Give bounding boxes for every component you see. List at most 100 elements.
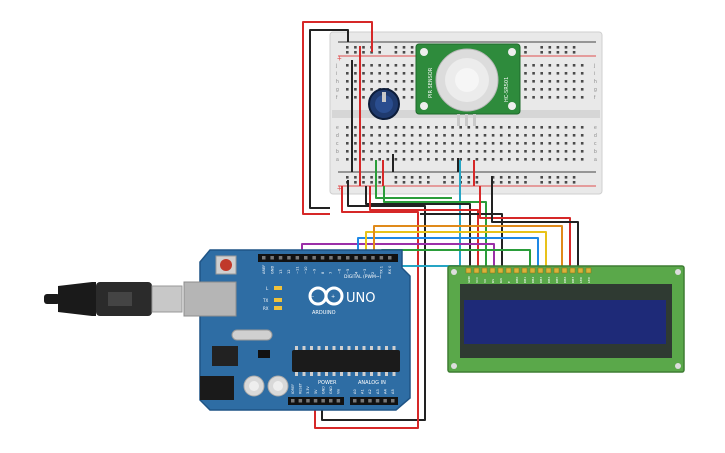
lcd-pin-label: RS xyxy=(491,279,495,283)
breadboard-hole xyxy=(394,88,398,91)
lcd-pin-label: VCC xyxy=(475,277,479,283)
breadboard-hole xyxy=(524,64,527,67)
breadboard-hole xyxy=(346,150,349,153)
breadboard-hole xyxy=(524,80,527,83)
row-letter: h xyxy=(336,79,339,85)
arduino-logo-icon: − + xyxy=(308,286,344,306)
breadboard-hole xyxy=(524,96,527,99)
power-pin-label: IOREF xyxy=(291,384,295,394)
lcd-pin xyxy=(473,267,480,274)
rail-hole xyxy=(491,176,495,179)
breadboard-hole xyxy=(394,64,398,67)
breadboard-hole xyxy=(532,126,535,129)
rail-hole xyxy=(508,176,511,179)
rail-hole xyxy=(564,46,568,49)
digital-pin-hole xyxy=(295,256,300,260)
breadboard-hole xyxy=(564,88,568,91)
breadboard-hole xyxy=(386,142,390,145)
breadboard-hole xyxy=(491,126,495,129)
breadboard-hole xyxy=(410,150,414,153)
digital-pin-label: AREF xyxy=(262,265,266,274)
rail-hole xyxy=(362,176,365,179)
pir-label-right: HC-SR501 xyxy=(504,77,510,102)
breadboard-hole xyxy=(394,80,398,83)
breadboard-hole xyxy=(362,158,365,161)
analog-header xyxy=(350,397,398,405)
breadboard-hole xyxy=(451,134,454,137)
breadboard-hole xyxy=(540,88,543,91)
rail-hole xyxy=(410,46,414,49)
chip-pin xyxy=(317,372,321,376)
mounting-hole-icon xyxy=(420,102,428,110)
rail-hole xyxy=(572,181,576,184)
digital-pin-hole xyxy=(354,256,358,260)
analog-label: ANALOG IN xyxy=(358,380,386,386)
rail-hole xyxy=(362,51,365,54)
breadboard-hole xyxy=(443,126,446,129)
rail-hole xyxy=(354,51,357,54)
chip-pin xyxy=(347,346,351,350)
onboard-leds: L TX RX xyxy=(262,286,282,311)
breadboard-hole xyxy=(540,134,543,137)
breadboard-hole xyxy=(532,80,535,83)
breadboard-hole xyxy=(418,126,422,129)
rail-hole xyxy=(370,176,373,179)
lcd-pin-label: DB3 xyxy=(539,277,543,283)
breadboard-hole xyxy=(499,158,503,161)
chip-pin xyxy=(332,372,336,376)
row-letter: e xyxy=(594,125,597,131)
breadboard-hole xyxy=(532,72,535,75)
breadboard-hole xyxy=(524,134,527,137)
breadboard-hole xyxy=(548,150,552,153)
breadboard-hole xyxy=(556,64,560,67)
rail-hole xyxy=(370,51,373,54)
rail-hole xyxy=(475,176,479,179)
rail-hole xyxy=(378,51,381,54)
breadboard-hole xyxy=(354,158,357,161)
breadboard-hole xyxy=(378,72,381,75)
rail-hole xyxy=(346,46,349,49)
breadboard-hole xyxy=(354,88,357,91)
rail-hole xyxy=(524,46,527,49)
digital-pin-label: ~3 xyxy=(363,269,367,274)
rail-hole xyxy=(508,181,511,184)
digital-pin-label: GND xyxy=(270,266,274,274)
lcd-pin xyxy=(505,267,512,274)
breadboard-hole xyxy=(580,64,584,67)
rail-hole xyxy=(556,46,560,49)
breadboard-hole xyxy=(572,72,576,75)
lcd-pin-label: DB6 xyxy=(563,277,567,283)
breadboard-hole xyxy=(354,64,357,67)
atmega-chip xyxy=(292,350,400,372)
reset-button xyxy=(220,259,232,271)
rail-hole xyxy=(410,181,414,184)
breadboard-hole xyxy=(362,142,365,145)
lcd-pin xyxy=(553,267,560,274)
rail-hole xyxy=(378,181,381,184)
breadboard-hole xyxy=(451,126,454,129)
digital-pin-label: TX 1 xyxy=(380,266,384,275)
rail-hole xyxy=(548,46,552,49)
breadboard-hole xyxy=(354,142,357,145)
analog-pin-hole xyxy=(375,399,380,403)
breadboard-hole xyxy=(475,150,479,153)
rail-hole xyxy=(427,181,430,184)
svg-text:−: − xyxy=(311,294,314,299)
breadboard-hole xyxy=(540,158,543,161)
breadboard-hole xyxy=(394,126,398,129)
digital-pin-label: ~11 xyxy=(296,266,300,274)
breadboard-hole xyxy=(467,150,471,153)
lcd-pin xyxy=(465,267,472,274)
breadboard-hole xyxy=(572,150,576,153)
breadboard-hole xyxy=(499,142,503,145)
rail-hole xyxy=(540,181,543,184)
breadboard-hole xyxy=(483,134,487,137)
breadboard-hole xyxy=(451,158,454,161)
rail-plus-label-bottom: + xyxy=(337,184,342,193)
chip-pin xyxy=(340,346,343,350)
lcd-pin xyxy=(537,267,544,274)
rail-hole xyxy=(467,176,471,179)
breadboard-hole xyxy=(394,150,398,153)
breadboard-hole xyxy=(418,158,422,161)
